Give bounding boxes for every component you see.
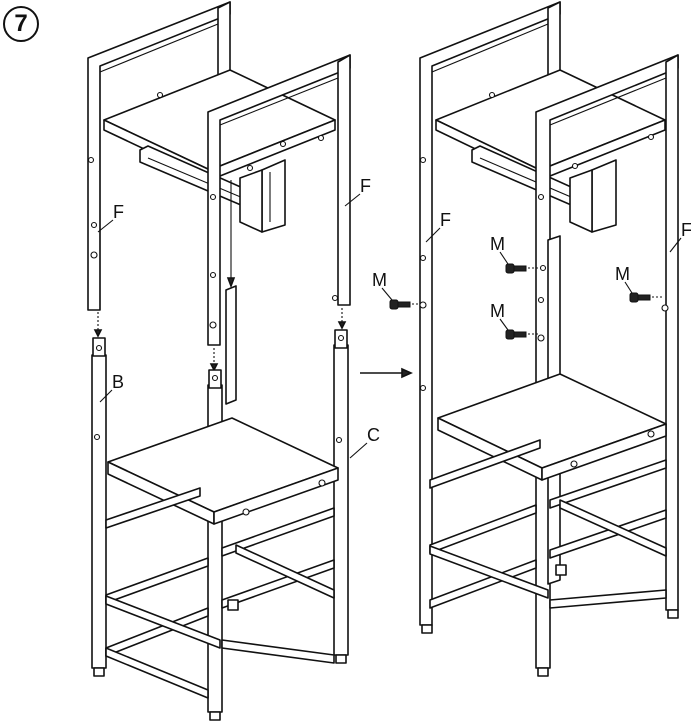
label-b: B xyxy=(112,372,124,392)
lower-shelf xyxy=(107,417,339,525)
screw-m-left xyxy=(389,299,420,310)
screw-m-upper xyxy=(505,263,540,274)
alignment-guides xyxy=(93,308,347,372)
step-number: 7 xyxy=(14,10,28,37)
assembled-lower-rails xyxy=(429,439,667,609)
label-m-upper: M xyxy=(490,234,505,254)
assembled-frame-front xyxy=(535,54,679,677)
mid-connector xyxy=(225,180,237,405)
exploded-view: F F B C xyxy=(87,1,380,721)
label-f-assembled-left: F xyxy=(440,210,451,230)
assembled-labels: F F M M M M xyxy=(372,210,691,331)
screws xyxy=(389,263,664,340)
label-f-assembled-right: F xyxy=(681,220,691,240)
lower-rails xyxy=(93,487,347,721)
right-arrow-icon xyxy=(360,367,413,379)
upper-frame-front xyxy=(207,54,351,346)
label-m-right: M xyxy=(615,264,630,284)
assembled-view: F F M M M M xyxy=(372,1,691,677)
label-f-right: F xyxy=(360,176,371,196)
label-m-left: M xyxy=(372,270,387,290)
screw-m-lower xyxy=(505,329,540,340)
label-f-left: F xyxy=(113,202,124,222)
step-number-badge: 7 xyxy=(3,6,39,42)
hanger-bracket xyxy=(139,145,286,233)
label-m-lower: M xyxy=(490,301,505,321)
screw-m-right xyxy=(629,292,664,303)
label-c: C xyxy=(367,425,380,445)
exploded-labels: F F B C xyxy=(97,176,380,459)
